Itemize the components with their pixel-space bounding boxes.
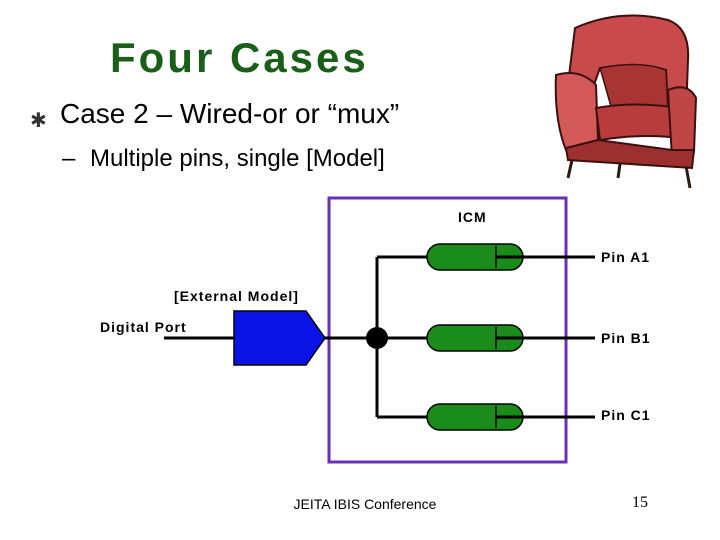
pin-a1-label: Pin A1	[601, 249, 651, 265]
junction-dot	[366, 327, 388, 349]
pin-a1-body	[426, 243, 530, 271]
pin-c1-body	[426, 403, 530, 431]
bullet-marker: ✱	[30, 110, 47, 132]
page-number: 15	[632, 494, 648, 511]
sub-bullet-marker: –	[62, 145, 76, 172]
bullet-text: Case 2 – Wired-or or “mux”	[60, 98, 400, 129]
icm-label: ICM	[458, 209, 487, 225]
icm-box	[327, 196, 568, 464]
pin-c1-label: Pin C1	[601, 407, 651, 423]
pin-b1-label: Pin B1	[601, 330, 651, 346]
pin-b1-body	[426, 324, 530, 352]
armchair-icon	[554, 14, 698, 189]
external-model-buffer	[233, 310, 326, 366]
sub-bullet-text: Multiple pins, single [Model]	[90, 145, 385, 172]
footer-conference: JEITA IBIS Conference	[293, 496, 437, 512]
slide-title: Four Cases	[110, 34, 369, 81]
external-model-label: [External Model]	[174, 288, 299, 304]
digital-port-label: Digital Port	[100, 319, 187, 335]
